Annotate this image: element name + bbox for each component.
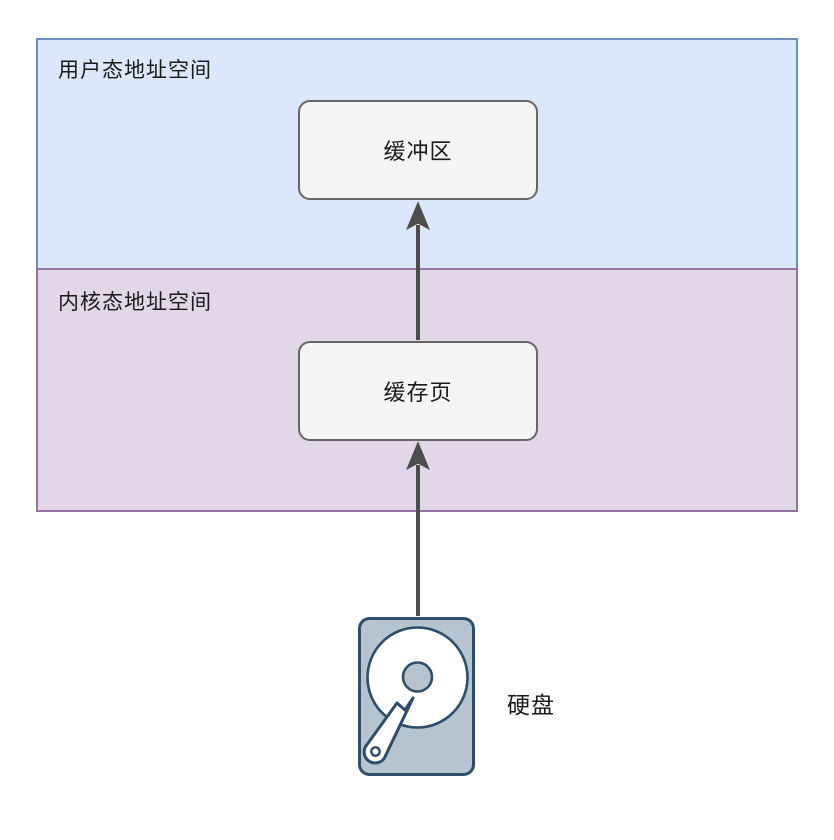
- node-buffer: 缓冲区: [298, 100, 538, 200]
- node-buffer-label: 缓冲区: [383, 139, 453, 164]
- region-user-space-label: 用户态地址空间: [58, 59, 212, 82]
- hard-disk-icon: [358, 617, 475, 776]
- node-cache-page-label: 缓存页: [383, 380, 453, 405]
- disk-label: 硬盘: [507, 692, 555, 718]
- region-kernel-space-label: 内核态地址空间: [58, 291, 212, 314]
- node-cache-page: 缓存页: [298, 341, 538, 441]
